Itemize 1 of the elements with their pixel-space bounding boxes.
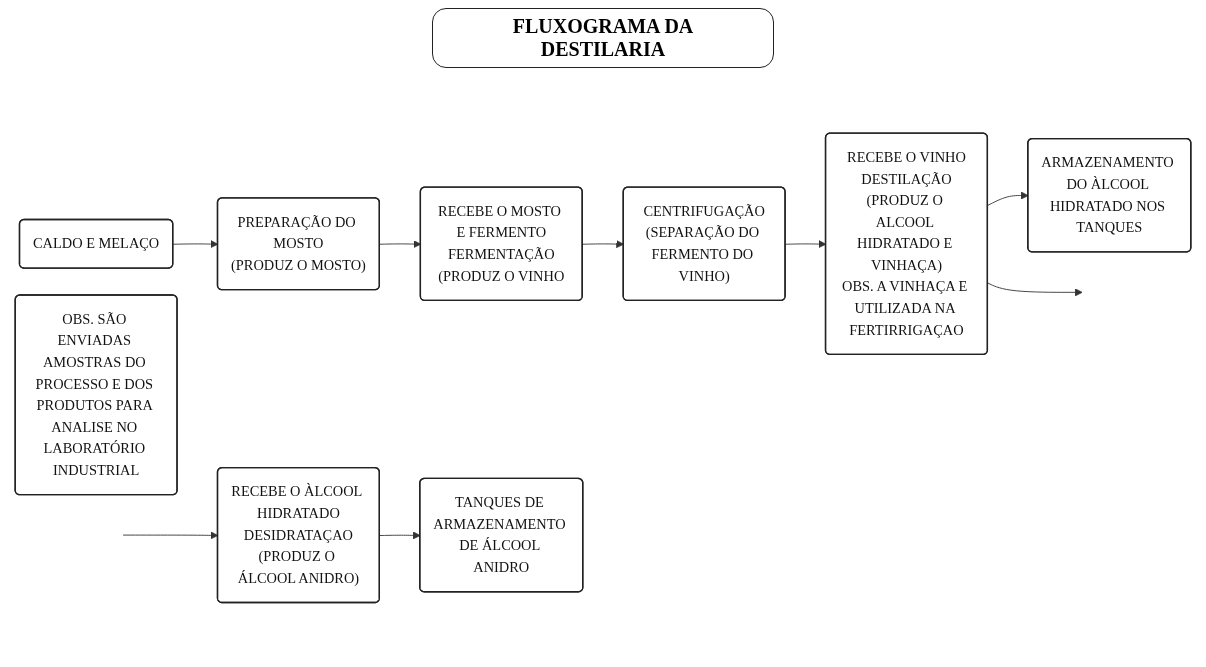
title-box: FLUXOGRAMA DA DESTILARIA — [432, 8, 774, 68]
